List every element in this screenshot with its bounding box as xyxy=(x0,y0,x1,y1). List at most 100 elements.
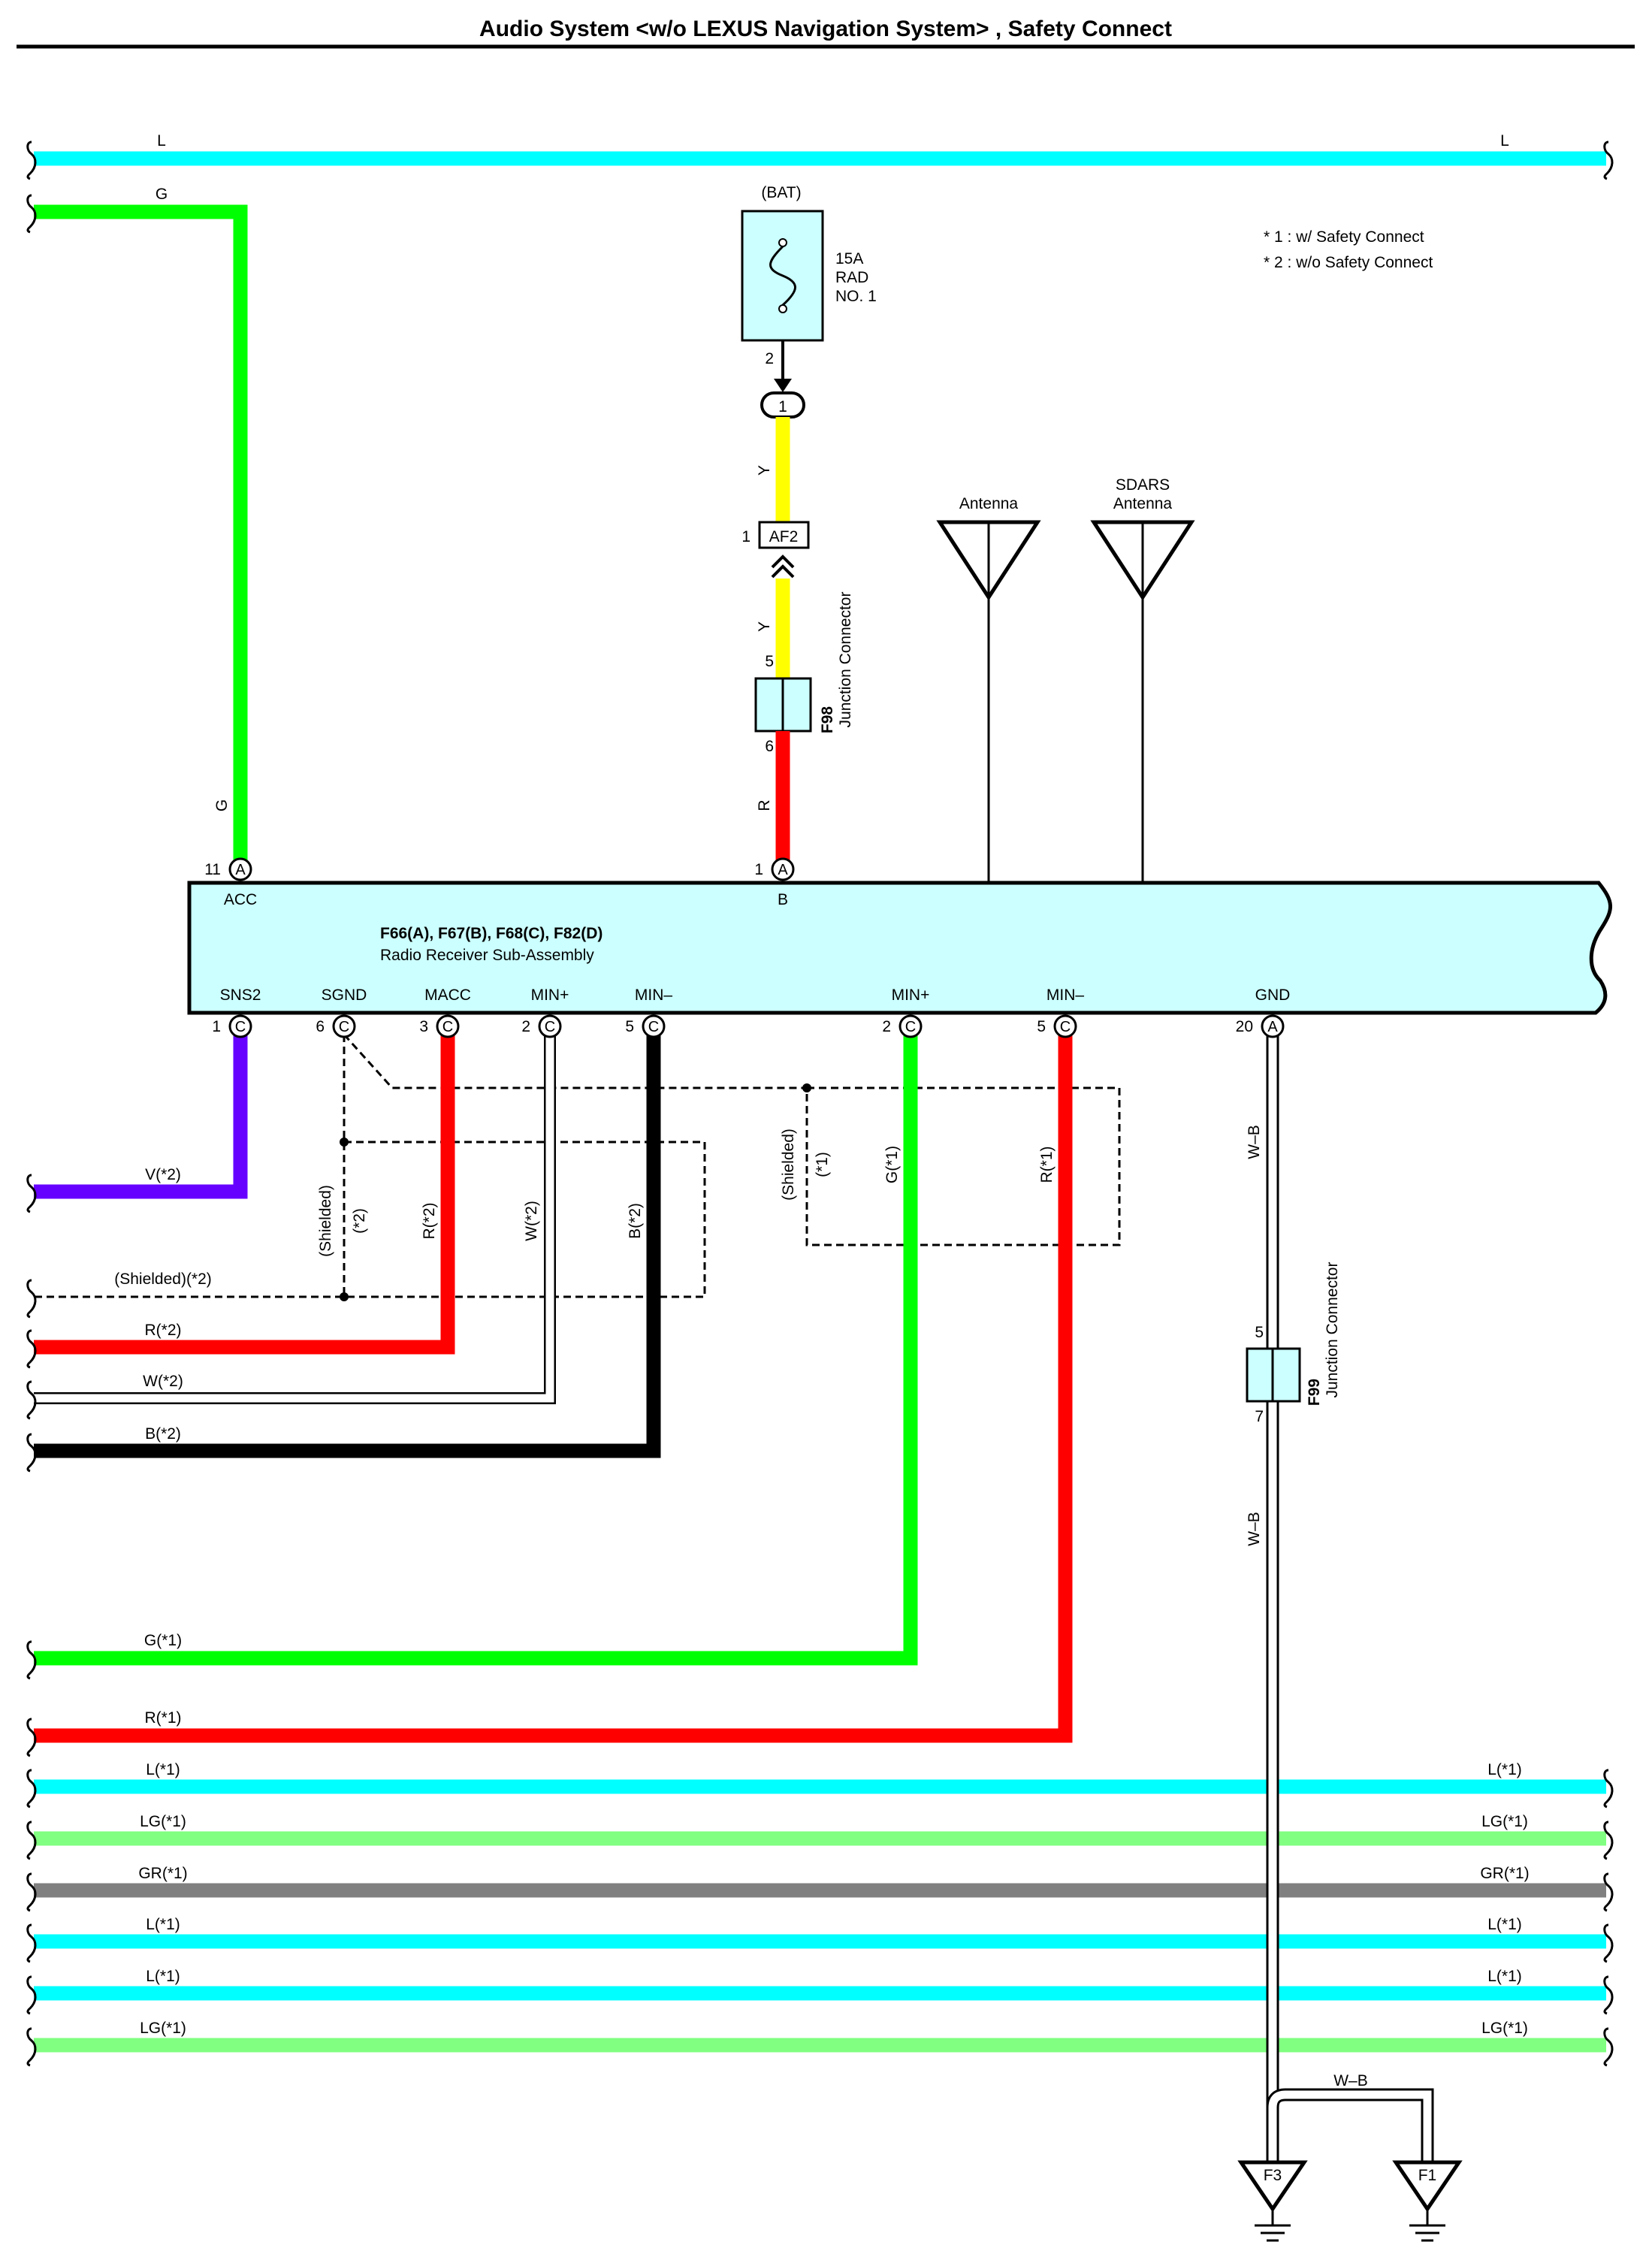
left-break-marks xyxy=(26,1174,37,1757)
antenna-sdars: SDARS Antenna xyxy=(1090,476,1195,883)
shield-group-star2 xyxy=(34,1033,803,1301)
wire-w-min-plus xyxy=(34,1026,556,1404)
through-wire-4-left-label: L(*1) xyxy=(146,1916,180,1933)
g1-vlabel: G(*1) xyxy=(883,1146,901,1183)
f99-desc: Junction Connector xyxy=(1324,1262,1341,1398)
through-wire-1: L(*1) L(*1) xyxy=(26,1761,1614,1808)
note-star2: * 2 : w/o Safety Connect xyxy=(1264,254,1433,271)
shielded-1-vlabel: (Shielded) xyxy=(780,1129,797,1201)
through-wire-6-left-label: LG(*1) xyxy=(140,2020,186,2037)
pin-min-minus-1-num: 5 xyxy=(625,1018,634,1035)
pin-min-plus-2-name: MIN+ xyxy=(892,987,930,1004)
receiver-name: Radio Receiver Sub-Assembly xyxy=(380,947,594,964)
pin-acc-conn: A xyxy=(235,862,246,878)
wire-wb-gnd: W–B W–B W–B xyxy=(1246,1026,1434,2162)
fuse-name-line2: NO. 1 xyxy=(835,288,877,305)
pin-min-plus-2-num: 2 xyxy=(882,1018,891,1035)
wire-g-vertical-label: G xyxy=(213,799,231,811)
wire-r-b-label: R xyxy=(756,799,773,811)
left-label-shielded2: (Shielded)(*2) xyxy=(114,1271,212,1288)
f99-pin-top: 5 xyxy=(1255,1324,1264,1341)
w2-vlabel: W(*2) xyxy=(523,1201,540,1241)
ground-f1-label: F1 xyxy=(1418,2167,1437,2184)
b2-vlabel: B(*2) xyxy=(627,1203,644,1239)
pin-macc-num: 3 xyxy=(419,1018,428,1035)
pin-min-plus-1-num: 2 xyxy=(521,1018,530,1035)
pin-min-plus-1-conn: C xyxy=(545,1019,555,1035)
radio-receiver: F66(A), F67(B), F68(C), F82(D) Radio Rec… xyxy=(187,881,1612,1015)
pin-min-plus-1-name: MIN+ xyxy=(531,987,569,1004)
left-label-w2: W(*2) xyxy=(143,1373,183,1390)
r1-vlabel: R(*1) xyxy=(1038,1146,1056,1183)
wire-y1-label: Y xyxy=(756,465,773,476)
wire-b-min-minus xyxy=(34,1026,661,1458)
antenna-1: Antenna xyxy=(936,495,1041,883)
pin-min-plus-1: C 2 MIN+ xyxy=(521,987,569,1038)
pin-b-conn: A xyxy=(778,862,788,878)
through-wire-3: GR(*1) GR(*1) xyxy=(26,1865,1614,1912)
wire-r-macc xyxy=(34,1026,455,1355)
fuse-rad-no1: (BAT) 15A RAD NO. 1 2 xyxy=(741,184,877,392)
wire-wb-label-upper: W–B xyxy=(1246,1125,1263,1159)
r2-vlabel: R(*2) xyxy=(421,1202,438,1239)
star2-vlabel: (*2) xyxy=(351,1208,368,1234)
pin-macc-conn: C xyxy=(442,1019,453,1035)
pin-sgnd-name: SGND xyxy=(322,987,367,1004)
pin-b: A 1 B xyxy=(754,857,795,908)
pin-b-name: B xyxy=(778,891,788,908)
pin-b-num: 1 xyxy=(754,861,763,878)
antenna-2-label-line2: Antenna xyxy=(1113,495,1173,512)
wire-g-min-plus xyxy=(34,1026,918,1666)
through-wire-4-right-label: L(*1) xyxy=(1487,1916,1522,1933)
through-wire-5-right-label: L(*1) xyxy=(1487,1968,1522,1985)
pin-gnd-name: GND xyxy=(1255,987,1291,1004)
pin-sns2: C 1 SNS2 xyxy=(212,987,261,1038)
note-star1: * 1 : w/ Safety Connect xyxy=(1264,228,1424,246)
f98-pin-top: 5 xyxy=(765,653,774,670)
through-wire-3-left-label: GR(*1) xyxy=(138,1865,187,1882)
pin-min-minus-2-conn: C xyxy=(1060,1019,1071,1035)
f98-desc: Junction Connector xyxy=(837,592,854,728)
pin-acc-num: 11 xyxy=(204,861,221,878)
through-wire-2-left-label: LG(*1) xyxy=(140,1813,186,1830)
junction-connector-f99: 5 7 F99 Junction Connector xyxy=(1246,1262,1341,1425)
pin-acc: A 11 ACC xyxy=(204,857,257,908)
fuse-source-label: (BAT) xyxy=(761,184,801,201)
pin-sgnd: C 6 SGND xyxy=(316,987,367,1038)
pin-gnd: A 20 GND xyxy=(1236,987,1291,1038)
pin-min-minus-2-name: MIN– xyxy=(1046,987,1084,1004)
ground-f1: F1 xyxy=(1392,2160,1463,2242)
af2-pin: 1 xyxy=(741,528,750,545)
af2-name: AF2 xyxy=(769,528,799,545)
shielded-2-vlabel: (Shielded) xyxy=(317,1185,334,1257)
fuse-pin: 2 xyxy=(765,350,774,367)
pin-sns2-conn: C xyxy=(235,1019,246,1035)
wire-g-top-label: G xyxy=(156,186,168,203)
left-label-b2: B(*2) xyxy=(145,1425,181,1443)
pin-gnd-conn: A xyxy=(1267,1019,1278,1035)
pin-sgnd-num: 6 xyxy=(316,1018,325,1035)
through-wire-2: LG(*1) LG(*1) xyxy=(26,1813,1614,1860)
wire-g-acc: G G xyxy=(26,186,248,863)
through-wire-6-right-label: LG(*1) xyxy=(1481,2020,1528,2037)
ground-f3-label: F3 xyxy=(1264,2167,1282,2184)
through-wire-2-right-label: LG(*1) xyxy=(1481,1813,1528,1830)
fuse-name-line1: RAD xyxy=(835,269,868,286)
wire-y2-label: Y xyxy=(756,621,773,632)
connector-af2: 1 AF2 xyxy=(741,521,810,579)
pin-min-minus-2: C 5 MIN– xyxy=(1037,987,1084,1038)
f99-code: F99 xyxy=(1306,1379,1323,1406)
pin-min-minus-1-conn: C xyxy=(648,1019,659,1035)
shield-group-star1 xyxy=(802,1083,1121,1246)
junction-connector-1: 1 xyxy=(760,391,805,418)
junction-1-label: 1 xyxy=(778,398,787,415)
through-wire-5-left-label: L(*1) xyxy=(146,1968,180,1985)
pin-min-minus-2-num: 5 xyxy=(1037,1018,1046,1035)
diagram-title: Audio System <w/o LEXUS Navigation Syste… xyxy=(479,17,1172,41)
ground-f3: F3 xyxy=(1237,2160,1308,2242)
through-wire-1-right-label: L(*1) xyxy=(1487,1761,1522,1778)
pin-macc: C 3 MACC xyxy=(419,987,471,1038)
pin-min-minus-1: C 5 MIN– xyxy=(625,987,672,1038)
pin-gnd-num: 20 xyxy=(1236,1018,1253,1035)
